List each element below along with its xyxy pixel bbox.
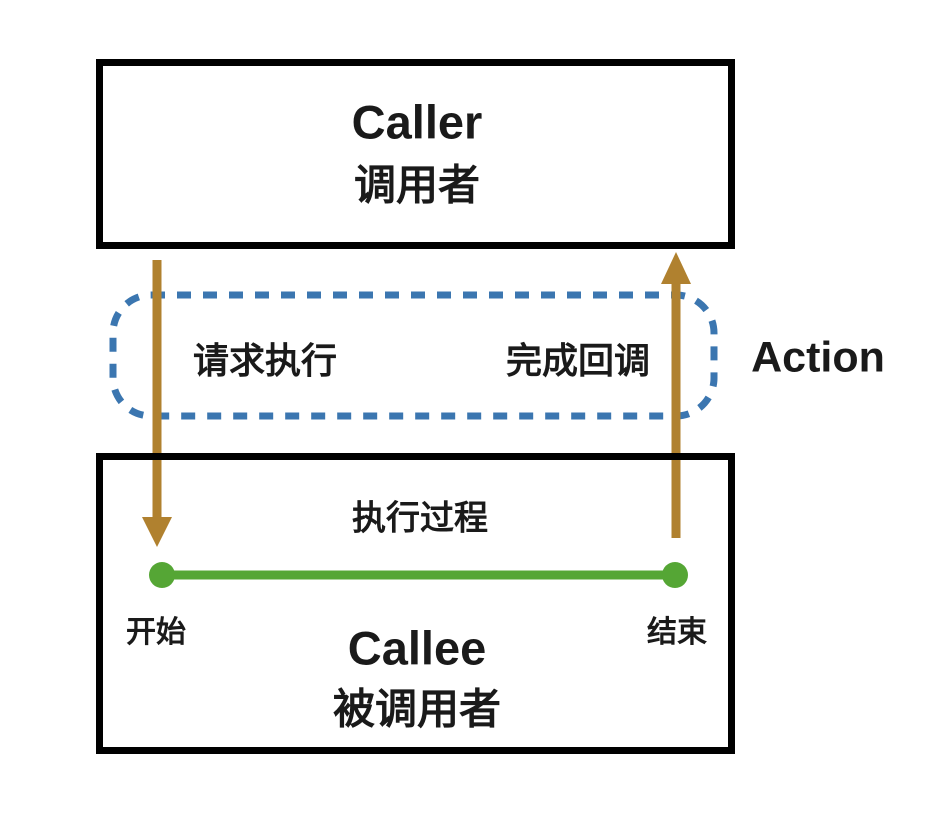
callback-label: 完成回调 [505, 340, 651, 381]
start-label: 开始 [126, 616, 186, 649]
caller-title-en: Caller [351, 95, 483, 149]
callback-arrow [661, 252, 691, 538]
caller-title-zh: 调用者 [353, 161, 481, 209]
timeline-end-dot [662, 562, 688, 588]
request-label: 请求执行 [192, 340, 338, 381]
timeline-start-dot [149, 562, 175, 588]
end-label: 结束 [647, 616, 707, 649]
execution-timeline [149, 562, 688, 588]
action-dashed-region [109, 291, 718, 420]
process-label: 执行过程 [352, 499, 488, 538]
callee-box [96, 453, 735, 754]
request-arrow [142, 260, 172, 547]
callee-title-en: Callee [347, 621, 487, 675]
caller-box [96, 59, 735, 249]
callee-title-zh: 被调用者 [332, 685, 502, 733]
action-side-label: Action [751, 333, 885, 382]
